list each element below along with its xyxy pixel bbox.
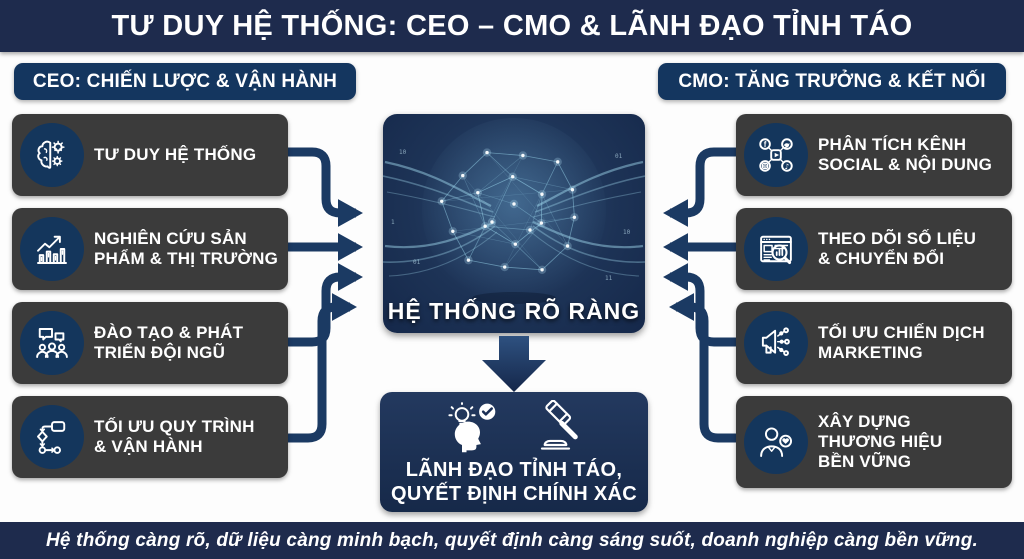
outcome-box: LÃNH ĐẠO TỈNH TÁO, QUYẾT ĐỊNH CHÍNH XÁC [380,392,648,512]
svg-text:1: 1 [391,219,395,226]
item-label: ĐÀO TẠO & PHÁT TRIỂN ĐỘI NGŨ [94,322,244,362]
arrow-ceo-1 [288,147,363,227]
ceo-box-systems-thinking: TƯ DUY HỆ THỐNG [12,114,288,196]
cmo-box-data-tracking: THEO DÕI SỐ LIỆU & CHUYỂN ĐỔI [736,208,1012,290]
icon-circle [744,410,808,474]
cmo-box-social-analysis: f ♪ PHÂN TÍCH KÊNH SOCIAL & NỘI DUNG [736,114,1012,196]
social-channels-icon: f ♪ [759,138,793,172]
item-label: TƯ DUY HỆ THỐNG [94,144,257,164]
team-training-icon [36,328,68,358]
growth-chart-icon [37,235,67,264]
item-label: PHÂN TÍCH KÊNH SOCIAL & NỘI DUNG [818,134,993,174]
icon-circle [20,405,84,469]
arrow-ceo-4 [288,293,357,443]
cmo-box-brand-building: XÂY DỰNG THƯƠNG HIỆU BỀN VỮNG [736,396,1012,488]
item-label: XÂY DỰNG THƯƠNG HIỆU BỀN VỮNG [818,411,943,472]
cmo-box-campaign-optimization: TỐI ƯU CHIẾN DỊCH MARKETING [736,302,1012,384]
footer-bar: Hệ thống càng rõ, dữ liệu càng minh bạch… [0,522,1024,559]
analytics-icon [760,235,792,265]
gavel-icon [540,399,578,450]
brand-heart-icon [760,427,793,457]
icon-circle: f ♪ [744,123,808,187]
brain-network-graphic: 10 01 1 01 10 11 [383,118,645,304]
icon-circle [744,217,808,281]
center-caption: HỆ THỐNG RÕ RÀNG [387,298,641,324]
megaphone-icon [761,327,790,356]
icon-circle [20,217,84,281]
brain-gears-icon [37,140,65,169]
item-label: TỐI ƯU CHIẾN DỊCH MARKETING [818,322,985,362]
item-label: THEO DÕI SỐ LIỆU & CHUYỂN ĐỔI [818,228,977,268]
icon-circle [744,311,808,375]
item-label: NGHIÊN CỨU SẢN PHẨM & THỊ TRƯỜNG [94,228,279,268]
insight-head-icon [448,401,496,452]
footer-text: Hệ thống càng rõ, dữ liệu càng minh bạch… [46,529,978,551]
ceo-box-market-research: NGHIÊN CỨU SẢN PHẨM & THỊ TRƯỜNG [12,208,288,290]
svg-text:10: 10 [623,229,631,236]
cmo-header-badge: CMO: TĂNG TRƯỞNG & KẾT NỐI [658,63,1006,100]
outcome-icons [440,399,588,454]
page-title: TƯ DUY HỆ THỐNG: CEO – CMO & LÃNH ĐẠO TỈ… [111,9,913,42]
down-arrow-icon [482,336,546,392]
icon-circle [20,123,84,187]
ceo-header-badge: CEO: CHIẾN LƯỢC & VẬN HÀNH [14,63,356,100]
ceo-box-process-optimization: TỐI ƯU QUY TRÌNH & VẬN HÀNH [12,396,288,478]
title-bar: TƯ DUY HỆ THỐNG: CEO – CMO & LÃNH ĐẠO TỈ… [0,0,1024,52]
svg-text:01: 01 [413,259,421,266]
center-system-panel: 10 01 1 01 10 11 HỆ THỐNG RÕ RÀNG [383,114,645,333]
svg-text:11: 11 [605,275,613,282]
svg-text:10: 10 [399,149,407,156]
svg-text:♪: ♪ [785,162,790,171]
svg-text:f: f [764,140,767,149]
ceo-box-team-training: ĐÀO TẠO & PHÁT TRIỂN ĐỘI NGŨ [12,302,288,384]
process-flow-icon [37,421,66,454]
arrow-cmo-1 [663,147,738,227]
outcome-label: LÃNH ĐẠO TỈNH TÁO, QUYẾT ĐỊNH CHÍNH XÁC [390,458,637,505]
item-label: TỐI ƯU QUY TRÌNH & VẬN HÀNH [94,416,255,456]
arrow-cmo-4 [669,293,738,443]
svg-text:01: 01 [615,153,623,160]
icon-circle [20,311,84,375]
